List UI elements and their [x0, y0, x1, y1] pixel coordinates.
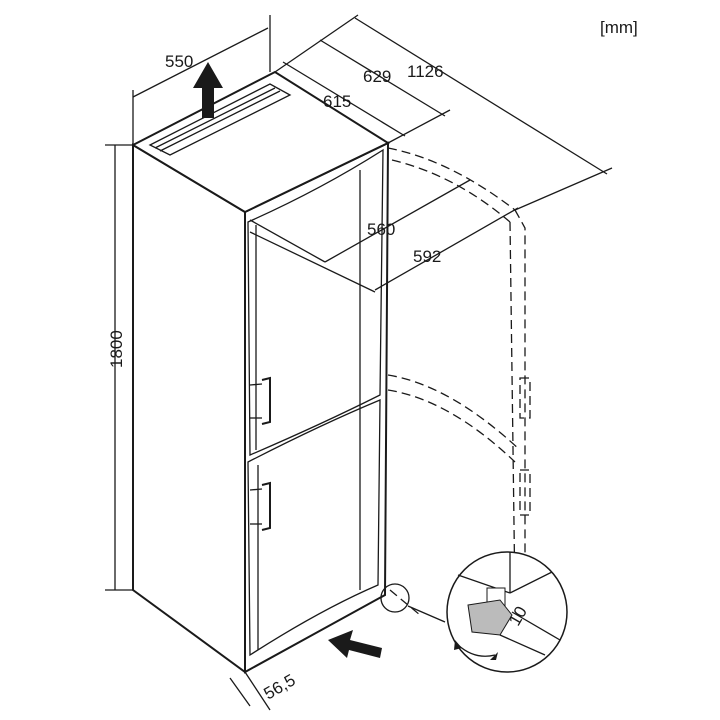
open-door-outline	[387, 147, 531, 616]
plinth-offset-label: 56,5	[261, 670, 299, 703]
lower-handle	[261, 481, 271, 531]
arrow-up-icon	[193, 62, 223, 118]
lower-door	[247, 399, 381, 657]
fridge-body	[130, 70, 446, 674]
door-outer-label: 592	[413, 247, 441, 266]
unit-label: [mm]	[600, 18, 638, 37]
arrow-airflow-icon	[328, 630, 382, 658]
door-inner-label: 560	[367, 220, 395, 239]
leveling-foot-detail: 10	[446, 551, 568, 673]
depth-door-open-label: 1126	[407, 62, 444, 81]
upper-door	[247, 148, 384, 456]
width-label: 550	[165, 52, 193, 71]
wrench-icon	[467, 599, 513, 636]
upper-handle	[261, 376, 271, 425]
foot-callout-circle	[380, 583, 410, 613]
depth-outer-label: 629	[363, 67, 391, 86]
top-vent	[148, 83, 292, 156]
depth-inner-label: 615	[323, 92, 351, 111]
dimension-lines	[105, 14, 613, 711]
height-label: 1800	[107, 330, 126, 368]
